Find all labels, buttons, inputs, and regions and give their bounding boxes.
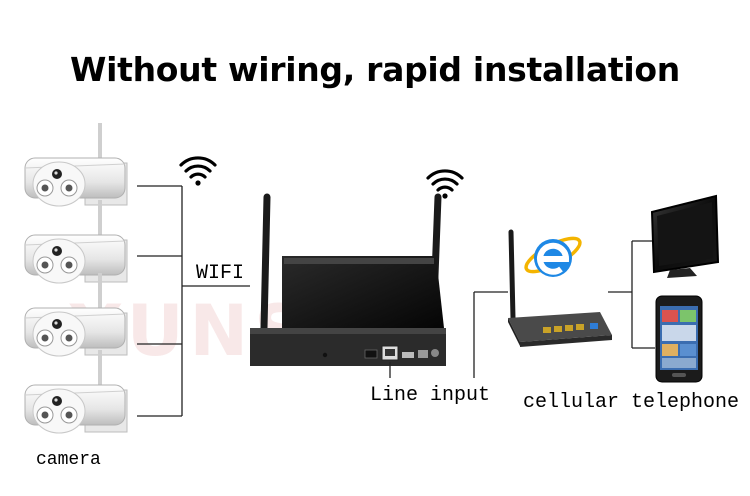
camera-4	[23, 348, 129, 435]
line-input-label: Line input	[370, 384, 491, 407]
page-title: Without wiring, rapid installation	[70, 50, 680, 89]
internet-explorer-icon	[524, 236, 582, 277]
line-input-connector	[389, 291, 508, 378]
smartphone	[655, 295, 703, 383]
wifi-icon	[179, 156, 217, 186]
cellular-telephone-label: cellular telephone	[523, 391, 740, 414]
camera-connector-lines	[137, 185, 250, 417]
wifi-icon	[426, 169, 464, 199]
camera-2	[23, 198, 129, 285]
device-connector-lines	[608, 240, 655, 349]
wireless-router	[508, 229, 612, 347]
nvr-recorder	[250, 193, 446, 366]
television	[650, 194, 720, 278]
camera-3	[23, 271, 129, 358]
wifi-label: WIFI	[196, 262, 245, 285]
camera-1	[23, 121, 129, 208]
camera-label: camera	[36, 450, 101, 470]
